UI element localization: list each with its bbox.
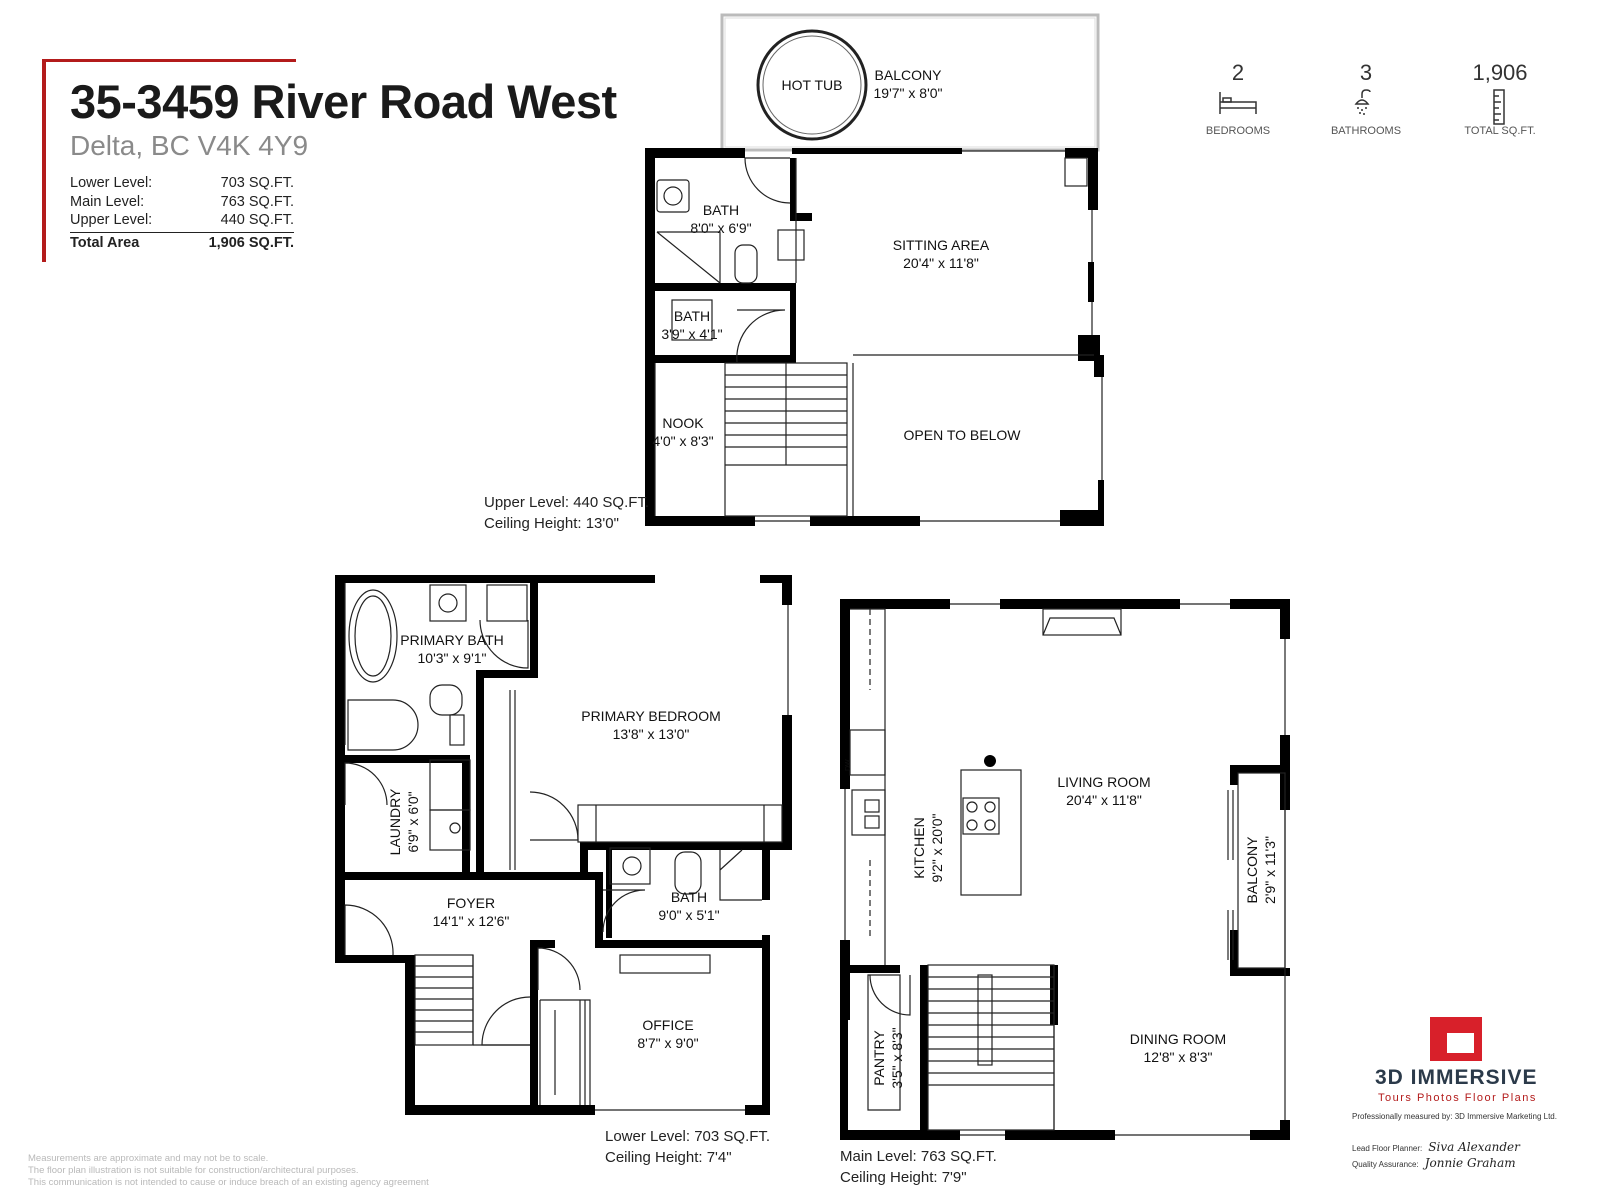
main-walls [840,599,1290,1140]
upper-balcony-dim: 19'7" x 8'0" [874,85,943,101]
office-dim: 8'7" x 9'0" [637,1035,698,1051]
upper-bath2-dim: 3'9" x 4'1" [661,326,722,342]
lower-level-plan: PRIMARY BATH 10'3" x 9'1" PRIMARY BEDROO… [335,575,792,1115]
lead-planner: Lead Floor Planner:Siva Alexander [1352,1140,1520,1154]
stat-bathrooms: 3 BATHROOMS [1330,60,1402,137]
living-room-dim: 20'4" x 11'8" [1066,792,1142,808]
shower-icon [1354,89,1371,115]
pantry-name: PANTRY [871,1030,887,1086]
upper-level-plan: HOT TUB BALCONY 19'7" x 8'0" BATH 8'0" x… [645,13,1104,526]
kitchen-name: KITCHEN [911,817,927,878]
area-summary-table: Lower Level:703 SQ.FT. Main Level:763 SQ… [70,174,294,252]
main-balcony-name: BALCONY [1244,836,1260,904]
upper-walls [645,148,1104,526]
ruler-icon [1493,89,1505,125]
foyer-dim: 14'1" x 12'6" [433,913,510,929]
laundry-name: LAUNDRY [387,788,403,855]
stat-total-sqft: 1,906 TOTAL SQ.FT. [1464,60,1536,137]
area-row-upper: Upper Level:440 SQ.FT. [70,212,294,228]
sitting-area-dim: 20'4" x 11'8" [903,255,979,271]
upper-bath1-name: BATH [703,202,739,218]
dishwasher-label: DW [845,759,852,771]
primary-bath-dim: 10'3" x 9'1" [418,650,487,666]
kitchen-dim: 9'2" x 20'0" [929,813,945,882]
property-address: 35-3459 River Road West [70,75,617,128]
upper-balcony-name: BALCONY [875,67,943,83]
upper-level-note: Upper Level: 440 SQ.FT. Ceiling Height: … [484,494,650,532]
lower-walls [335,575,792,1115]
hot-tub-label: HOT TUB [782,77,843,93]
header-accent-bar [42,60,46,262]
header-accent-line [42,59,296,62]
quality-assurance: Quality Assurance:Jonnie Graham [1352,1156,1516,1170]
stat-bedrooms: 2 BEDROOMS [1205,60,1271,137]
dining-room-name: DINING ROOM [1130,1031,1226,1047]
pantry-dim: 3'5" x 8'3" [889,1027,905,1088]
upper-bath2-name: BATH [674,308,710,324]
main-balcony-dim: 2'9" x 11'3" [1262,836,1278,904]
dining-room-dim: 12'8" x 8'3" [1144,1049,1213,1065]
area-row-lower: Lower Level:703 SQ.FT. [70,175,294,191]
laundry-dim: 6'9" x 6'0" [405,791,421,852]
upper-bath1-dim: 8'0" x 6'9" [690,220,751,236]
office-name: OFFICE [642,1017,693,1033]
brand-credit: Professionally measured by: 3D Immersive… [1352,1112,1557,1121]
brand-tagline: Tours Photos Floor Plans [1378,1092,1537,1104]
brand-name: 3D IMMERSIVE [1375,1066,1538,1089]
property-city: Delta, BC V4K 4Y9 [70,130,309,161]
primary-bedroom-dim: 13'8" x 13'0" [613,726,690,742]
main-level-note: Main Level: 763 SQ.FT. Ceiling Height: 7… [840,1148,997,1186]
main-level-plan: DW LIVING ROOM 20'4" x 11'8" KITCHEN 9'2… [840,599,1290,1140]
primary-bath-name: PRIMARY BATH [400,632,503,648]
bed-icon [1219,92,1257,114]
nook-name: NOOK [662,415,704,431]
lower-bath-dim: 9'0" x 5'1" [658,907,719,923]
lower-bath-name: BATH [671,889,707,905]
open-to-below-label: OPEN TO BELOW [904,427,1022,443]
foyer-name: FOYER [447,895,495,911]
pendant-light-icon [984,755,996,767]
hot-tub-icon [756,29,868,141]
sitting-area-name: SITTING AREA [893,237,990,253]
living-room-name: LIVING ROOM [1057,774,1150,790]
disclaimer: Measurements are approximate and may not… [28,1153,429,1188]
area-row-main: Main Level:763 SQ.FT. [70,193,294,210]
nook-dim: 4'0" x 8'3" [652,433,713,449]
primary-bedroom-name: PRIMARY BEDROOM [581,708,721,724]
brand-logo-icon [1430,1017,1482,1061]
lower-level-note: Lower Level: 703 SQ.FT. Ceiling Height: … [605,1128,771,1166]
